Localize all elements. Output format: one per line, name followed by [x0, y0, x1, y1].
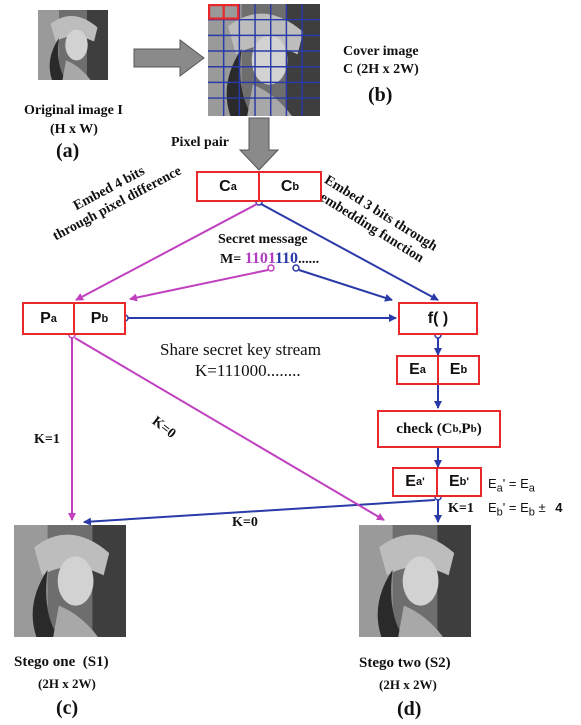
- embedding-function-box: f( ): [398, 302, 478, 335]
- bits-4: 1101: [244, 250, 275, 267]
- caption-original: Original image I: [24, 103, 123, 118]
- share-key-label: Share secret key stream: [160, 340, 321, 359]
- caption-cover-dim: C (2H x 2W): [343, 62, 419, 77]
- caption-stego-two: Stego two (S2): [359, 655, 451, 671]
- original-image: [38, 10, 108, 80]
- caption-pixel-pair: Pixel pair: [171, 135, 229, 150]
- k1-left-label: K=1: [34, 432, 60, 447]
- caption-original-dim: (H x W): [50, 122, 98, 137]
- equation-ea: Ea' = Ea: [488, 476, 535, 495]
- caption-cover: Cover image: [343, 44, 419, 59]
- label-c: (c): [56, 697, 79, 719]
- gray-arrow-down: [238, 117, 280, 171]
- k0-bottom-label: K=0: [232, 515, 258, 530]
- arrow-to-pb: [75, 203, 258, 301]
- caption-stego-one-dim: (2H x 2W): [38, 676, 96, 691]
- caption-stego-one: Stego one (S1): [14, 654, 109, 670]
- cover-image: [208, 4, 320, 116]
- stego-two-image: [359, 525, 471, 637]
- key-value: K=111000........: [195, 361, 301, 380]
- arrow-to-f: [260, 203, 439, 301]
- bits-3: 110: [274, 250, 299, 267]
- stego-one-image: [14, 525, 126, 637]
- caption-stego-two-dim: (2H x 2W): [379, 677, 437, 692]
- label-b: (b): [368, 84, 393, 106]
- k1-right-label: K=1: [448, 501, 474, 516]
- label-d: (d): [397, 698, 422, 720]
- label-a: (a): [56, 140, 80, 162]
- gray-arrow-right: [133, 39, 205, 77]
- equation-eb: Eb' = Eb ± 4: [488, 500, 563, 519]
- secret-message-value: M= 1101110......: [220, 250, 320, 267]
- secret-message-label: Secret message: [218, 232, 308, 247]
